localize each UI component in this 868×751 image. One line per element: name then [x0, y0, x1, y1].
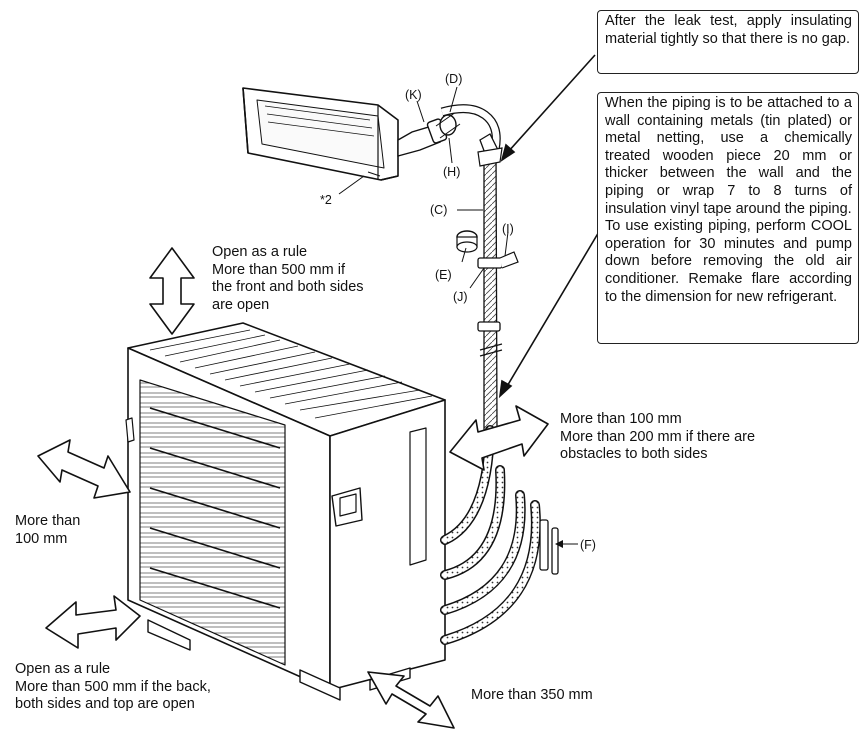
- label-c: (C): [430, 203, 448, 217]
- front-clearance-arrow: [367, 671, 455, 729]
- label-k: (K): [405, 88, 422, 102]
- top-clearance-arrow: [149, 247, 195, 335]
- indoor-unit: [242, 87, 399, 181]
- label-i: (I): [502, 222, 514, 236]
- left-clearance-arrow: [37, 439, 131, 499]
- piping-note: When the piping is to be attached to a w…: [597, 92, 859, 344]
- clearance-arrows: [37, 247, 549, 729]
- existing-piping-text: To use existing piping, perform COOL ope…: [605, 218, 852, 305]
- outdoor-unit: [125, 322, 446, 701]
- label-d: (D): [445, 72, 463, 86]
- front-clearance-text: More than 350 mm: [471, 687, 593, 703]
- label-j: (J): [453, 290, 468, 304]
- top-clearance-text: Open as a rule More than 500 mm if the f…: [212, 244, 364, 313]
- left-clearance-text: More than 100 mm: [15, 513, 81, 547]
- label-note-2: *2: [320, 193, 332, 207]
- back-clearance-arrow: [45, 595, 141, 649]
- label-h: (H): [443, 165, 461, 179]
- right-clearance-arrow: [449, 405, 549, 471]
- label-e: (E): [435, 268, 452, 282]
- insulation-note: After the leak test, apply insulating ma…: [597, 10, 859, 74]
- label-f: (F): [580, 538, 596, 552]
- right-clearance-text: More than 100 mm More than 200 mm if the…: [560, 411, 756, 462]
- indoor-connection: [397, 104, 501, 157]
- wall-metals-text: When the piping is to be attached to a w…: [605, 95, 852, 217]
- back-clearance-text: Open as a rule More than 500 mm if the b…: [15, 661, 211, 712]
- callout-arrows: [498, 54, 601, 399]
- leader-lines: [338, 86, 578, 545]
- pipe-ends: [539, 519, 559, 575]
